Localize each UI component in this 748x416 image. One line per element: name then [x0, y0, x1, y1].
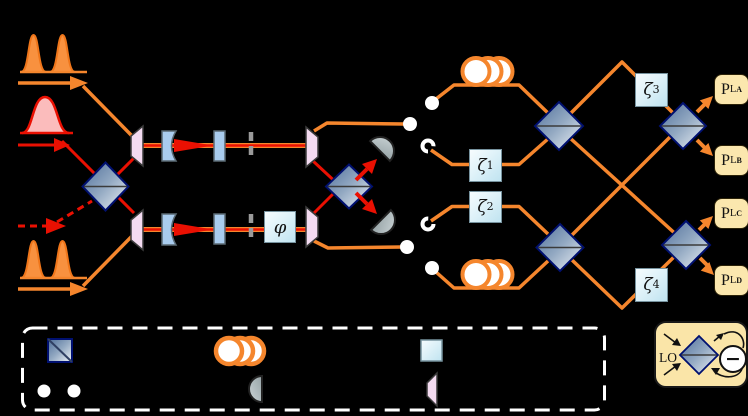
legend-border — [21, 326, 606, 412]
fiber-ports — [400, 96, 439, 275]
crystal-top — [213, 130, 226, 162]
output-arrows — [695, 96, 714, 275]
legend-fiber-coupler-icon — [67, 384, 81, 398]
cavity-coupler-top — [161, 130, 178, 162]
mirror-right-top — [305, 125, 319, 169]
focused-beam-cone-bottom — [174, 223, 213, 236]
zeta1-symbol: ζ — [477, 155, 487, 176]
phi-label: φ — [273, 216, 287, 238]
signal-pulse — [20, 95, 73, 135]
fiber-delay-loop-top — [460, 56, 515, 87]
fiber-beam-splitter-top — [533, 100, 585, 152]
minus-sign: − — [725, 347, 741, 370]
balanced-subtraction-icon: − — [719, 345, 747, 373]
homodyne-detector-bottom — [369, 208, 396, 235]
plb-symbol: P — [721, 151, 731, 169]
zeta2-symbol: ζ — [477, 197, 487, 217]
fiber-coupler-dot — [425, 96, 439, 110]
legend-mirror-icon — [426, 371, 438, 408]
zeta3-symbol: ζ — [643, 80, 653, 100]
output-beam-splitter-cd — [660, 219, 712, 271]
legend-detector-icon — [248, 374, 263, 404]
pump-pulse-pair-bottom — [20, 239, 87, 280]
output-beam-splitter-ab — [658, 101, 708, 151]
pla-symbol: P — [720, 80, 730, 98]
cavity-coupler-bottom — [161, 213, 178, 246]
fiber-coupler-dot — [400, 240, 414, 254]
fiber-delay-loop-bottom — [460, 259, 515, 290]
plc-symbol: P — [720, 204, 730, 222]
homodyne-detector-top — [368, 136, 395, 163]
pump-pulse-pair-top — [20, 33, 87, 74]
pump-arrow-bottom — [18, 231, 137, 296]
mirror-right-bottom — [305, 205, 319, 249]
fiber-beam-splitter-bottom — [535, 222, 585, 273]
detector-arrows — [354, 159, 377, 214]
fiber-open-port — [420, 216, 436, 232]
lo-output-loops — [711, 331, 745, 378]
mirror-left-bottom — [130, 208, 144, 252]
fiber-open-port — [420, 138, 436, 154]
legend — [21, 326, 606, 412]
beam-splitters — [81, 100, 712, 273]
mirror-left-top — [130, 124, 144, 168]
focused-beam-cone-top — [174, 139, 213, 152]
pump-arrow-top — [18, 76, 137, 141]
legend-fiber-coupler-icon — [37, 384, 51, 398]
vacuum-dashed-arrow — [18, 199, 93, 234]
zeta4-symbol: ζ — [643, 275, 653, 295]
legend-phase-box-icon — [420, 339, 443, 362]
cavity-mirrors — [130, 124, 319, 252]
lo-beam-splitter — [678, 334, 720, 376]
lo-label: LO — [659, 350, 677, 365]
input-beam-splitter — [81, 161, 130, 212]
fiber-coupler-dot — [403, 117, 417, 131]
legend-fiber-loop-icon — [213, 335, 267, 367]
phase-shifter-phi: φ — [264, 211, 296, 243]
signal-arrow — [18, 138, 70, 152]
crystal-bottom — [213, 213, 226, 245]
lo-input-arrows — [663, 333, 681, 376]
lo-inset-canvas — [663, 331, 745, 378]
legend-beam-splitter-icon — [47, 338, 73, 363]
pld-symbol: P — [720, 271, 730, 289]
fiber-coupler-dot — [425, 261, 439, 275]
